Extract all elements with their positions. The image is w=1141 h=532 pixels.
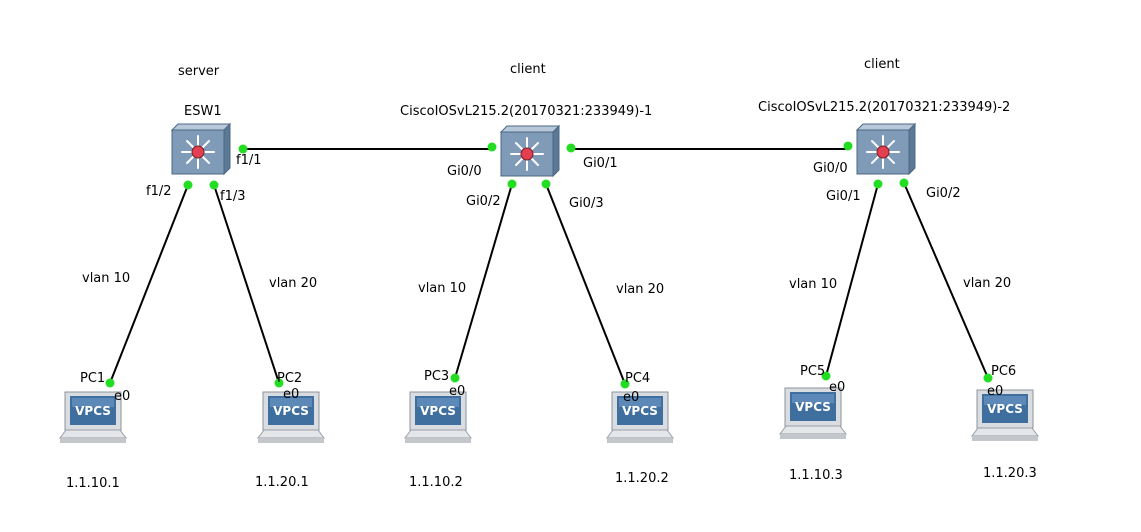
- switch-name-label: ESW1: [184, 104, 222, 119]
- pc-port-label: e0: [623, 390, 639, 405]
- vlan-label: vlan 20: [963, 276, 1011, 291]
- port-status-dot[interactable]: [899, 178, 909, 188]
- port-status-dot[interactable]: [238, 144, 248, 154]
- multilayer-switch-icon: [855, 122, 917, 176]
- pc-port-label: e0: [114, 389, 130, 404]
- pc-port-label: e0: [449, 384, 465, 399]
- pc-name-label: PC1: [80, 371, 105, 386]
- vpcs-computer-icon: VPCS: [257, 391, 325, 443]
- port-status-dot[interactable]: [507, 179, 517, 189]
- vpcs-badge: VPCS: [273, 404, 309, 418]
- access-link-sw3-pc5[interactable]: [825, 183, 879, 377]
- port-status-dot[interactable]: [105, 378, 115, 388]
- port-label: Gi0/3: [569, 196, 604, 211]
- vpcs-badge: VPCS: [795, 400, 831, 414]
- switch-role-label: client: [864, 57, 900, 72]
- port-label: f1/2: [146, 184, 172, 199]
- port-label: Gi0/2: [926, 186, 961, 201]
- pc-ip-label: 1.1.10.3: [789, 468, 843, 483]
- pc-node-pc2[interactable]: VPCS: [257, 391, 325, 443]
- pc-name-label: PC2: [277, 371, 302, 386]
- vpcs-computer-icon: VPCS: [606, 391, 674, 443]
- switch-name-label: CiscoIOSvL215.2(20170321:233949)-1: [400, 104, 652, 119]
- pc-node-pc1[interactable]: VPCS: [59, 391, 127, 443]
- pc-port-label: e0: [829, 380, 845, 395]
- port-label: Gi0/2: [466, 194, 501, 209]
- port-label: Gi0/1: [583, 156, 618, 171]
- port-status-dot[interactable]: [983, 373, 993, 383]
- port-status-dot[interactable]: [487, 142, 497, 152]
- pc-port-label: e0: [283, 387, 299, 402]
- vlan-label: vlan 10: [789, 277, 837, 292]
- pc-name-label: PC3: [424, 369, 449, 384]
- switch-role-label: client: [510, 62, 546, 77]
- port-status-dot[interactable]: [183, 180, 193, 190]
- pc-node-pc4[interactable]: VPCS: [606, 391, 674, 443]
- port-status-dot[interactable]: [843, 141, 853, 151]
- pc-node-pc3[interactable]: VPCS: [404, 391, 472, 443]
- vlan-label: vlan 10: [82, 271, 130, 286]
- port-label: Gi0/1: [826, 189, 861, 204]
- pc-port-label: e0: [987, 384, 1003, 399]
- port-label: Gi0/0: [447, 164, 482, 179]
- port-label: Gi0/0: [813, 161, 848, 176]
- switch-node-sw3[interactable]: [855, 122, 917, 176]
- port-status-dot[interactable]: [873, 179, 883, 189]
- switch-node-sw1[interactable]: [170, 122, 232, 176]
- port-status-dot[interactable]: [620, 379, 630, 389]
- vpcs-computer-icon: VPCS: [779, 387, 847, 439]
- pc-ip-label: 1.1.10.1: [66, 476, 120, 491]
- vpcs-badge: VPCS: [622, 404, 658, 418]
- switch-role-label: server: [178, 64, 220, 79]
- vpcs-badge: VPCS: [987, 402, 1023, 416]
- vpcs-computer-icon: VPCS: [59, 391, 127, 443]
- access-link-sw1-pc2[interactable]: [213, 184, 280, 384]
- pc-name-label: PC4: [625, 371, 650, 386]
- pc-ip-label: 1.1.20.2: [615, 471, 669, 486]
- vpcs-computer-icon: VPCS: [971, 389, 1039, 441]
- multilayer-switch-icon: [499, 124, 561, 178]
- switch-node-sw2[interactable]: [499, 124, 561, 178]
- port-status-dot[interactable]: [450, 373, 460, 383]
- pc-node-pc6[interactable]: VPCS: [971, 389, 1039, 441]
- vlan-label: vlan 20: [616, 282, 664, 297]
- access-link-sw1-pc1[interactable]: [109, 184, 189, 384]
- multilayer-switch-icon: [170, 122, 232, 176]
- pc-ip-label: 1.1.20.3: [983, 466, 1037, 481]
- port-status-dot[interactable]: [566, 143, 576, 153]
- vlan-label: vlan 20: [269, 276, 317, 291]
- pc-name-label: PC5: [800, 364, 825, 379]
- switch-name-label: CiscoIOSvL215.2(20170321:233949)-2: [758, 100, 1010, 115]
- links-layer: [109, 148, 989, 385]
- access-link-sw2-pc3[interactable]: [454, 183, 513, 379]
- port-status-dot[interactable]: [274, 378, 284, 388]
- port-status-dot[interactable]: [821, 371, 831, 381]
- port-label: f1/3: [220, 189, 246, 204]
- port-status-dot[interactable]: [209, 180, 219, 190]
- vlan-label: vlan 10: [418, 281, 466, 296]
- access-link-sw3-pc6[interactable]: [903, 182, 989, 379]
- pc-ip-label: 1.1.10.2: [409, 475, 463, 490]
- pc-name-label: PC6: [991, 364, 1016, 379]
- port-dots-layer: [105, 141, 993, 389]
- pc-ip-label: 1.1.20.1: [255, 475, 309, 490]
- access-link-sw2-pc4[interactable]: [545, 183, 626, 385]
- pc-node-pc5[interactable]: VPCS: [779, 387, 847, 439]
- vpcs-badge: VPCS: [75, 404, 111, 418]
- vpcs-badge: VPCS: [420, 404, 456, 418]
- port-label: f1/1: [236, 153, 262, 168]
- port-status-dot[interactable]: [541, 179, 551, 189]
- vpcs-computer-icon: VPCS: [404, 391, 472, 443]
